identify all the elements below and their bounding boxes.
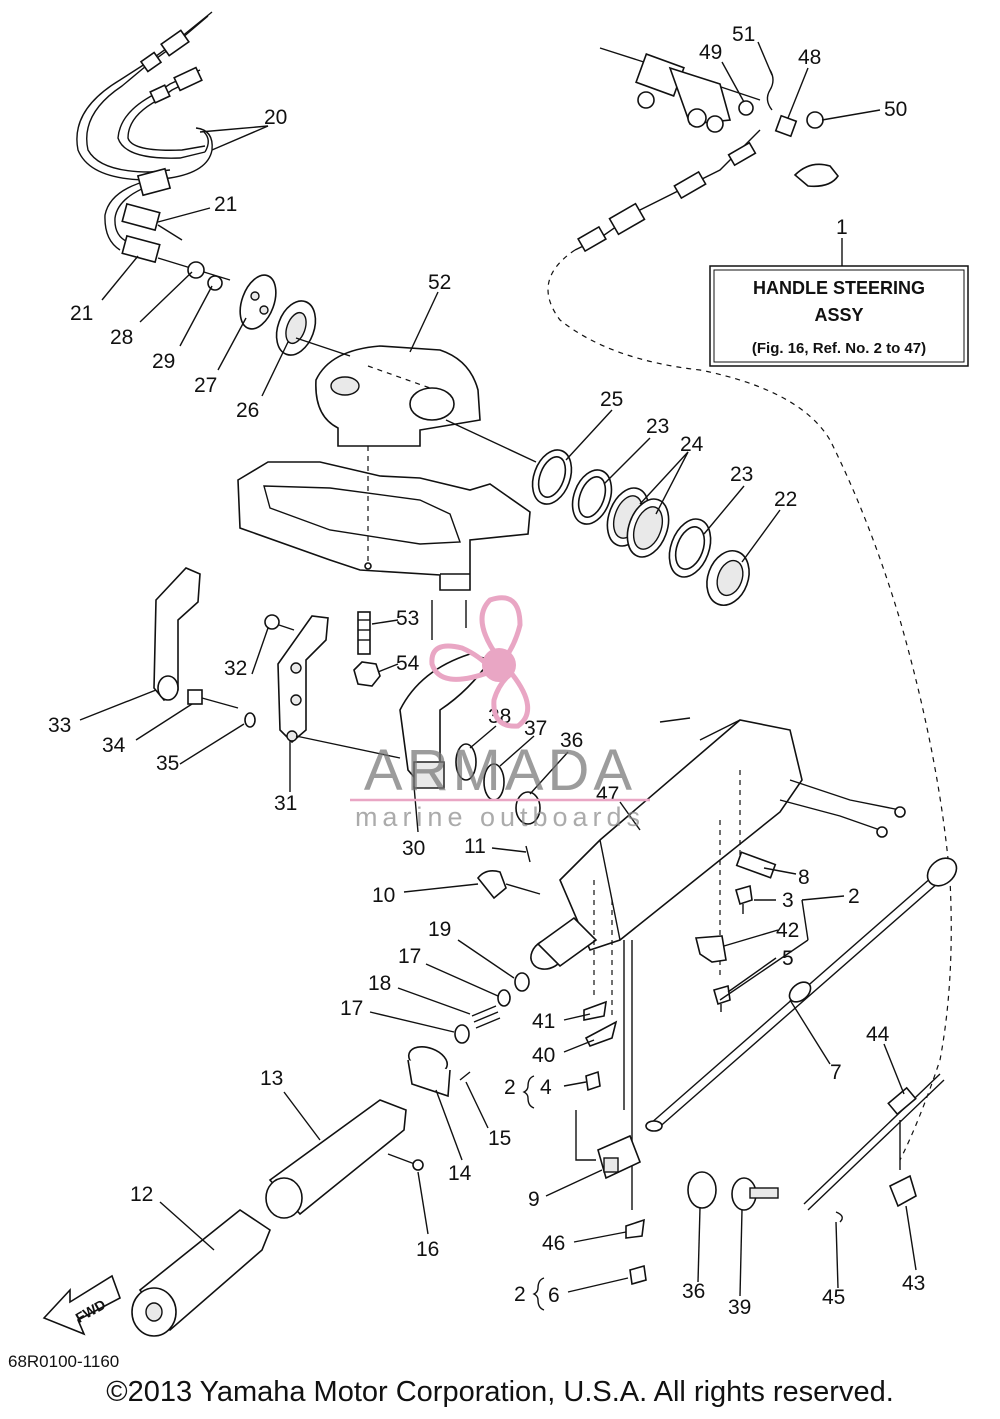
label-30: 30: [402, 837, 425, 860]
label-27: 27: [194, 374, 217, 397]
label-15: 15: [488, 1127, 511, 1150]
label-36-upper: 36: [560, 729, 583, 752]
label-14: 14: [448, 1162, 472, 1185]
label-19: 19: [428, 918, 451, 941]
copyright-notice: ©2013 Yamaha Motor Corporation, U.S.A. A…: [106, 1376, 894, 1408]
label-17-upper: 17: [398, 945, 421, 968]
callout-title-line1: HANDLE STEERING: [753, 278, 925, 298]
label-7: 7: [830, 1061, 842, 1084]
washers-stack: [531, 449, 750, 606]
label-13: 13: [260, 1067, 283, 1090]
label-21-lower: 21: [70, 302, 93, 325]
label-54: 54: [396, 652, 420, 675]
callout-ref-number: 1: [836, 216, 848, 239]
label-9: 9: [528, 1188, 540, 1211]
label-46: 46: [542, 1232, 565, 1255]
label-35: 35: [156, 752, 179, 775]
label-18: 18: [368, 972, 391, 995]
part-labels: 51 49 48 50 20 21 21 28 29 27 26 52 25 2…: [48, 23, 925, 1319]
label-40: 40: [532, 1044, 555, 1067]
label-5: 5: [782, 947, 794, 970]
label-53: 53: [396, 607, 419, 630]
label-51: 51: [732, 23, 755, 46]
side-plates: [153, 567, 401, 759]
label-25: 25: [600, 388, 623, 411]
label-36-lower: 36: [682, 1280, 705, 1303]
watermark-brand: ARMADA: [364, 738, 636, 803]
label-31: 31: [274, 792, 297, 815]
linkage-assembly: [547, 47, 952, 1161]
label-49: 49: [699, 41, 722, 64]
label-12: 12: [130, 1183, 153, 1206]
label-2-bracket4: 2: [504, 1076, 516, 1099]
label-6: 6: [548, 1284, 560, 1307]
label-23-lower: 23: [730, 463, 753, 486]
label-39: 39: [728, 1296, 751, 1319]
label-42: 42: [776, 919, 799, 942]
label-2-bracket6: 2: [514, 1283, 526, 1306]
label-16: 16: [416, 1238, 439, 1261]
label-17-lower: 17: [340, 997, 363, 1020]
label-26: 26: [236, 399, 259, 422]
propeller-logo: [429, 595, 531, 729]
label-34: 34: [102, 734, 126, 757]
watermark-tagline: marine outboards: [355, 802, 645, 832]
callout-title-line2: ASSY: [814, 305, 863, 325]
label-11: 11: [464, 835, 486, 858]
stud-and-nut: [353, 611, 381, 687]
label-4: 4: [540, 1076, 552, 1099]
long-cables: [645, 857, 958, 1223]
steering-bracket: [237, 337, 537, 640]
label-50: 50: [884, 98, 907, 121]
label-44: 44: [866, 1023, 890, 1046]
label-2-right: 2: [848, 885, 860, 908]
cable-clamps: [575, 1000, 647, 1286]
label-23-upper: 23: [646, 415, 669, 438]
label-3: 3: [782, 889, 794, 912]
callout-ref-line: (Fig. 16, Ref. No. 2 to 47): [752, 340, 926, 357]
label-37: 37: [524, 717, 547, 740]
brand-watermark: ARMADA marine outboards: [350, 595, 650, 832]
label-24: 24: [680, 433, 704, 456]
label-41: 41: [532, 1010, 555, 1033]
label-10: 10: [372, 884, 395, 907]
label-8: 8: [798, 866, 810, 889]
label-29: 29: [152, 350, 175, 373]
label-22: 22: [774, 488, 797, 511]
label-52: 52: [428, 271, 451, 294]
label-20: 20: [264, 106, 287, 129]
diagram-part-code: 68R0100-1160: [8, 1352, 120, 1371]
label-33: 33: [48, 714, 71, 737]
fwd-arrow: FWD: [42, 1274, 121, 1336]
label-43: 43: [902, 1272, 925, 1295]
leader-lines: [79, 41, 917, 1297]
label-48: 48: [798, 46, 821, 69]
label-28: 28: [110, 326, 133, 349]
label-45: 45: [822, 1286, 845, 1309]
handle-steering-assy-callout: 1 HANDLE STEERING ASSY (Fig. 16, Ref. No…: [709, 216, 969, 367]
screws-and-springs: [454, 845, 753, 1044]
grip-parts: [131, 1046, 471, 1337]
label-32: 32: [224, 657, 247, 680]
label-21-upper: 21: [214, 193, 237, 216]
